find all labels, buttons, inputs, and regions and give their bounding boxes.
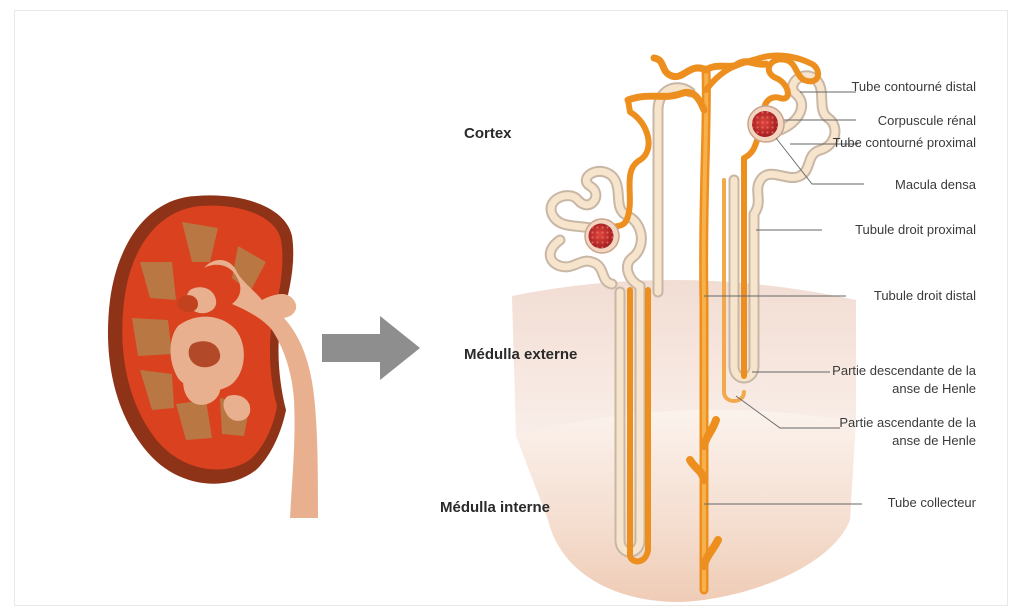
label-descending-limb: Partie descendante de la anse de Henle — [820, 362, 976, 398]
medulla-bands — [512, 280, 856, 602]
renal-corpuscle-right — [748, 106, 784, 142]
label-proximal-convoluted-tube: Tube contourné proximal — [830, 134, 976, 152]
label-macula-densa: Macula densa — [830, 176, 976, 194]
label-proximal-straight-tubule: Tubule droit proximal — [800, 221, 976, 239]
label-distal-convoluted-tube: Tube contourné distal — [830, 78, 976, 96]
inner-medulla-band — [516, 410, 856, 602]
label-ascending-limb: Partie ascendante de la anse de Henle — [820, 414, 976, 450]
cortex-label: Cortex — [464, 125, 512, 142]
outer-medulla-label: Médulla externe — [464, 346, 577, 363]
kidney-illustration — [108, 195, 318, 518]
label-renal-corpuscle: Corpuscule rénal — [830, 112, 976, 130]
label-distal-straight-tubule: Tubule droit distal — [800, 287, 976, 305]
right-arrow-icon — [322, 316, 420, 380]
renal-corpuscle-left — [585, 219, 619, 253]
label-collecting-duct: Tube collecteur — [820, 494, 976, 512]
inner-medulla-label: Médulla interne — [440, 499, 550, 516]
